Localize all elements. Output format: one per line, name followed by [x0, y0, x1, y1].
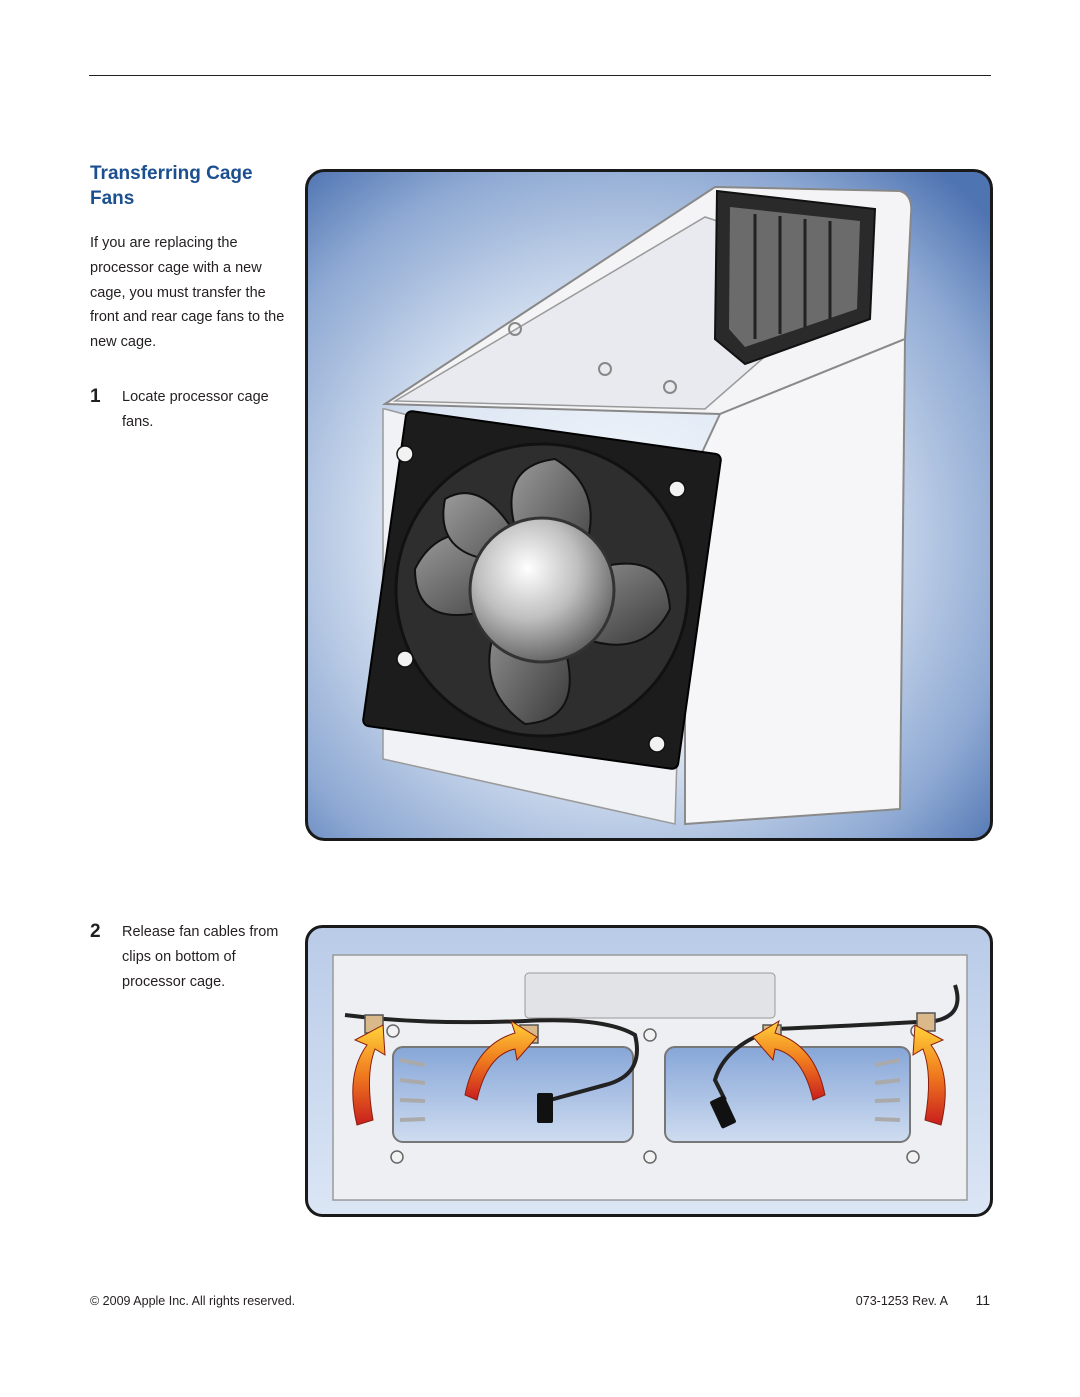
processor-cage-illustration — [305, 169, 993, 841]
step-2: 2 Release fan cables from clips on botto… — [90, 920, 290, 994]
section-title: Transferring Cage Fans — [90, 163, 253, 209]
step-2-text: Release fan cables from clips on bottom … — [122, 924, 279, 990]
step-1: 1 Locate processor cage fans. — [90, 385, 290, 435]
figure-processor-cage-fans — [305, 169, 993, 841]
header-rule — [89, 75, 991, 76]
intro-paragraph: If you are replacing the processor cage … — [90, 235, 285, 351]
cable-clips-illustration — [305, 925, 993, 1217]
step-1-text: Locate processor cage fans. — [122, 389, 269, 430]
step-1-number: 1 — [90, 386, 101, 407]
footer-page-number: 11 — [975, 1292, 990, 1308]
figure-fan-cable-clips — [305, 925, 993, 1217]
footer-doc-id: 073-1253 Rev. A — [855, 1294, 948, 1308]
footer-copyright: © 2009 Apple Inc. All rights reserved. — [90, 1294, 296, 1308]
step-2-number: 2 — [90, 921, 101, 942]
